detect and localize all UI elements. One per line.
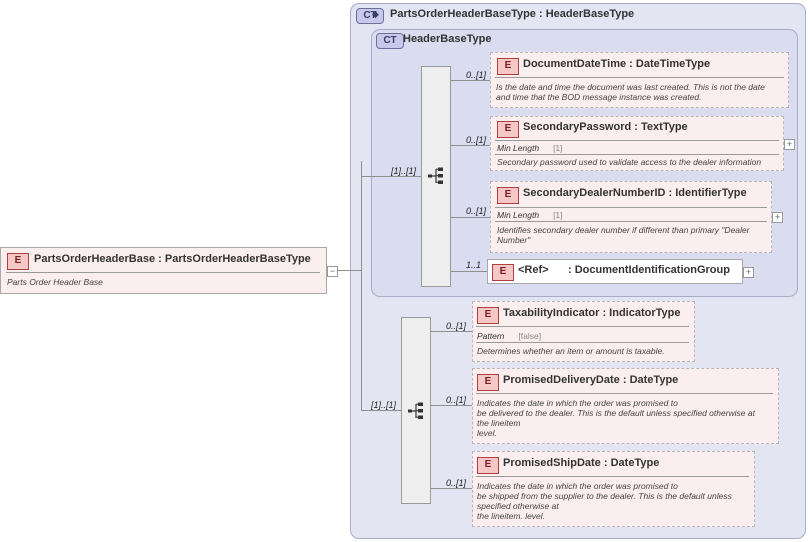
divider [476,342,689,343]
element-ref-document-identification-group[interactable] [487,259,743,284]
element-promised-ship-date[interactable] [472,451,755,527]
expand-toggle-icon[interactable]: + [772,212,783,223]
element-title: PromisedDeliveryDate : DateType [503,374,679,386]
element-badge-icon: E [492,264,514,281]
divider [476,476,749,477]
connector-line [451,217,490,218]
element-doc: Is the date and time the document was la… [496,82,765,102]
connector-line [361,161,362,411]
element-cardinality: 0..[1] [446,321,467,331]
element-ref-name: <Ref> [518,264,549,276]
element-secondary-dealer-number-id[interactable] [490,181,772,253]
element-doc: Secondary password used to validate acce… [497,157,762,167]
element-title: PromisedShipDate : DateType [503,457,660,469]
root-element-title: PartsOrderHeaderBase : PartsOrderHeaderB… [34,253,311,265]
element-title: SecondaryDealerNumberID : IdentifierType [523,187,747,199]
element-cardinality: 0..[1] [446,395,467,405]
sequence-icon [408,402,423,419]
element-cardinality: 1..1 [466,260,482,270]
divider [495,140,779,141]
complex-type-badge-icon: CT [376,33,404,49]
connector-line [451,271,487,272]
connector-line [451,145,490,146]
element-title: : DocumentIdentificationGroup [568,264,730,276]
element-doc: Identifies secondary dealer number if di… [497,225,750,245]
connector-line [431,331,472,332]
divider [495,77,784,78]
element-doc: Indicates the date in which the order wa… [477,398,755,438]
divider [495,154,779,155]
connector-line [451,80,490,81]
connector-line [431,488,472,489]
connector-line [361,410,401,411]
sequence-icon [428,167,443,184]
divider [476,326,689,327]
inner-type-title: HeaderBaseType [403,33,492,45]
ct-arrow-icon: ◆ [372,9,379,19]
divider [6,272,320,273]
element-badge-icon: E [477,374,499,391]
element-badge-icon: E [497,121,519,138]
element-badge-icon: E [497,58,519,75]
element-document-date-time[interactable] [490,52,789,108]
facet-min-length: Min Length[1] [497,143,563,153]
element-title: DocumentDateTime : DateTimeType [523,58,711,70]
outer-type-title: PartsOrderHeaderBaseType : HeaderBaseTyp… [390,8,635,20]
element-taxability-indicator[interactable] [472,301,695,362]
element-cardinality: 0..[1] [446,478,467,488]
element-badge-icon: E [497,187,519,204]
element-title: SecondaryPassword : TextType [523,121,688,133]
element-cardinality: 0..[1] [466,135,487,145]
sequence-cardinality: [1]..[1] [391,166,417,176]
connector-line [361,176,421,177]
facet-min-length: Min Length[1] [497,210,563,220]
connector-line [431,405,472,406]
element-cardinality: 0..[1] [466,70,487,80]
element-secondary-password[interactable] [490,116,784,171]
root-element-doc: Parts Order Header Base [7,277,103,287]
element-title: TaxabilityIndicator : IndicatorType [503,307,681,319]
sequence-cardinality: [1]..[1] [371,400,397,410]
divider [495,207,767,208]
root-element-box[interactable] [0,247,327,294]
element-promised-delivery-date[interactable] [472,368,779,444]
element-badge-icon: E [477,457,499,474]
complex-type-badge-icon: CT [356,8,384,24]
facet-pattern: Pattern[false] [477,331,542,341]
element-doc: Determines whether an item or amount is … [477,346,665,356]
element-doc: Indicates the date in which the order wa… [477,481,732,521]
element-badge-icon: E [7,253,29,270]
collapse-toggle-icon[interactable]: − [327,266,338,277]
connector-line [337,270,362,271]
element-badge-icon: E [477,307,499,324]
expand-toggle-icon[interactable]: + [784,139,795,150]
expand-toggle-icon[interactable]: + [743,267,754,278]
divider [495,221,767,222]
divider [476,393,773,394]
element-cardinality: 0..[1] [466,206,487,216]
